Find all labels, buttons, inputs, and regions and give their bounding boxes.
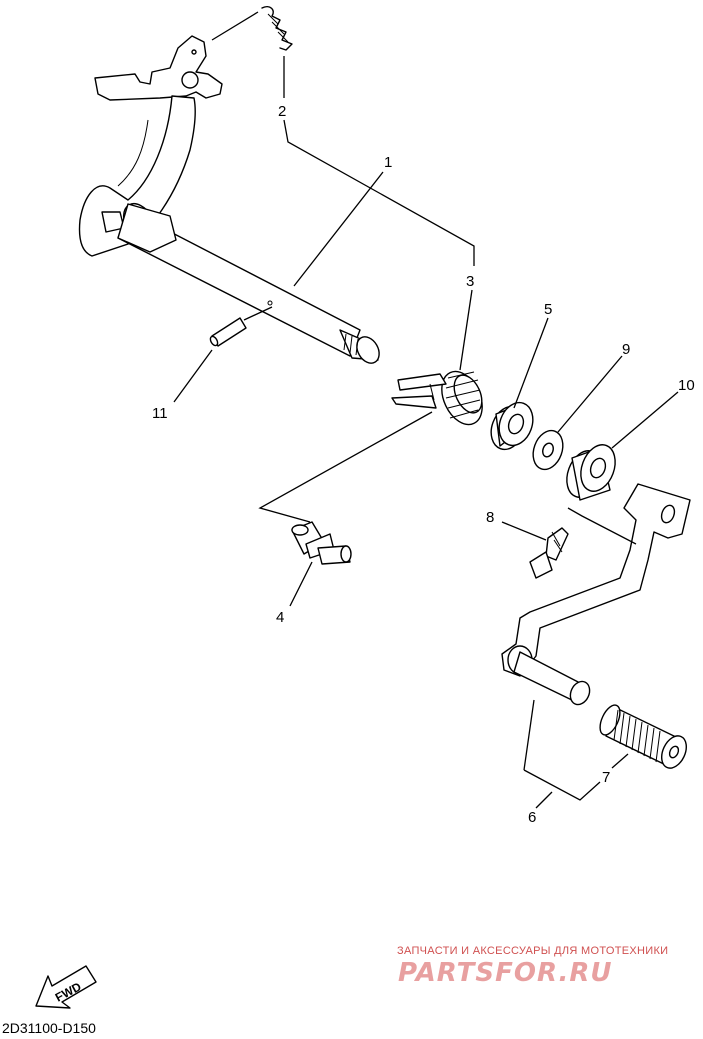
callout-5: 5: [544, 301, 552, 318]
shift-pedal: [501, 483, 691, 706]
shift-shaft-assembly: [78, 35, 380, 364]
pedal-rubber: [599, 704, 687, 769]
callout-4: 4: [276, 609, 284, 626]
pivot-bolt: [291, 521, 352, 565]
callout-7: 7: [602, 769, 610, 786]
pedal-bolt: [529, 527, 569, 579]
callout-6: 6: [528, 809, 536, 826]
leader-lines: [173, 11, 679, 809]
callout-labels: 1 2 3 4 5 6 7 8 9 10 11: [152, 103, 695, 826]
watermark-tagline: ЗАПЧАСТИ И АКСЕССУАРЫ ДЛЯ МОТОТЕХНИКИ: [397, 945, 669, 957]
callout-8: 8: [486, 509, 494, 526]
callout-11: 11: [152, 405, 168, 422]
dowel-pin: [209, 317, 247, 347]
diagram-code: 2D31100-D150: [2, 1020, 96, 1036]
callout-1: 1: [384, 154, 392, 171]
forward-arrow-icon: FWD: [35, 965, 97, 1009]
callout-10: 10: [678, 377, 695, 394]
washer: [532, 429, 564, 471]
shift-spring-fork: [391, 370, 483, 426]
callout-9: 9: [622, 341, 630, 358]
watermark-logo: PARTSFOR.RU: [398, 958, 613, 988]
rubber-bushing: [566, 444, 616, 501]
callout-2: 2: [278, 103, 286, 120]
return-spring: [261, 6, 293, 51]
oil-seal: [490, 401, 534, 451]
callout-3: 3: [466, 273, 474, 290]
